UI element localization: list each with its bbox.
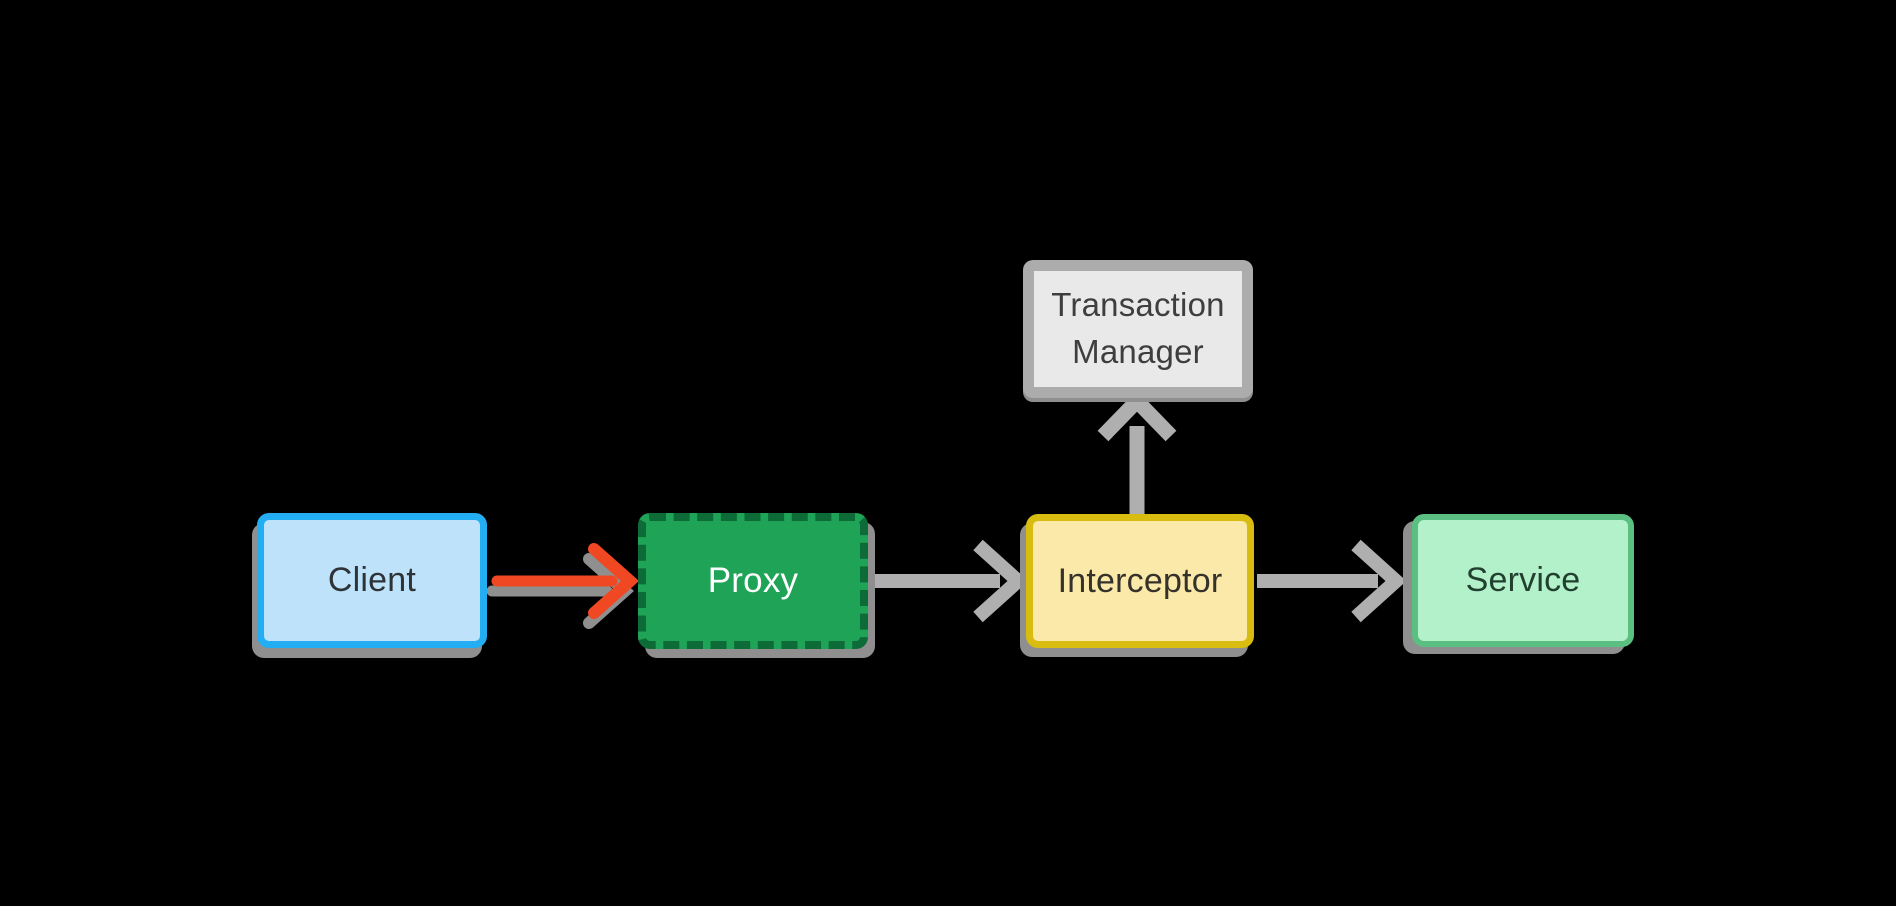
node-service: Service [1412, 514, 1634, 647]
arrow-client-to-proxy-shadow [486, 553, 635, 629]
arrow-proxy-to-interceptor [873, 539, 1029, 623]
arrowhead-icon [1351, 539, 1407, 623]
node-client-label: Client [327, 561, 417, 599]
node-service-label: Service [1465, 561, 1581, 599]
node-interceptor: Interceptor [1026, 514, 1254, 648]
arrowhead-icon [1097, 390, 1177, 442]
arrowhead-icon [588, 543, 640, 619]
node-client: Client [257, 513, 487, 648]
arrow-interceptor-to-service [1257, 539, 1407, 623]
node-proxy-label: Proxy [707, 561, 799, 600]
arrowhead-icon [583, 553, 635, 629]
arrow-client-to-proxy [491, 543, 640, 619]
arrow-interceptor-to-transaction-manager [1097, 390, 1177, 516]
node-proxy: Proxy [638, 513, 868, 649]
arrowhead-icon [973, 539, 1029, 623]
node-transaction-manager-label: Transaction Manager [1051, 286, 1225, 370]
node-interceptor-label: Interceptor [1057, 561, 1223, 600]
node-transaction-manager: Transaction Manager [1023, 260, 1253, 398]
